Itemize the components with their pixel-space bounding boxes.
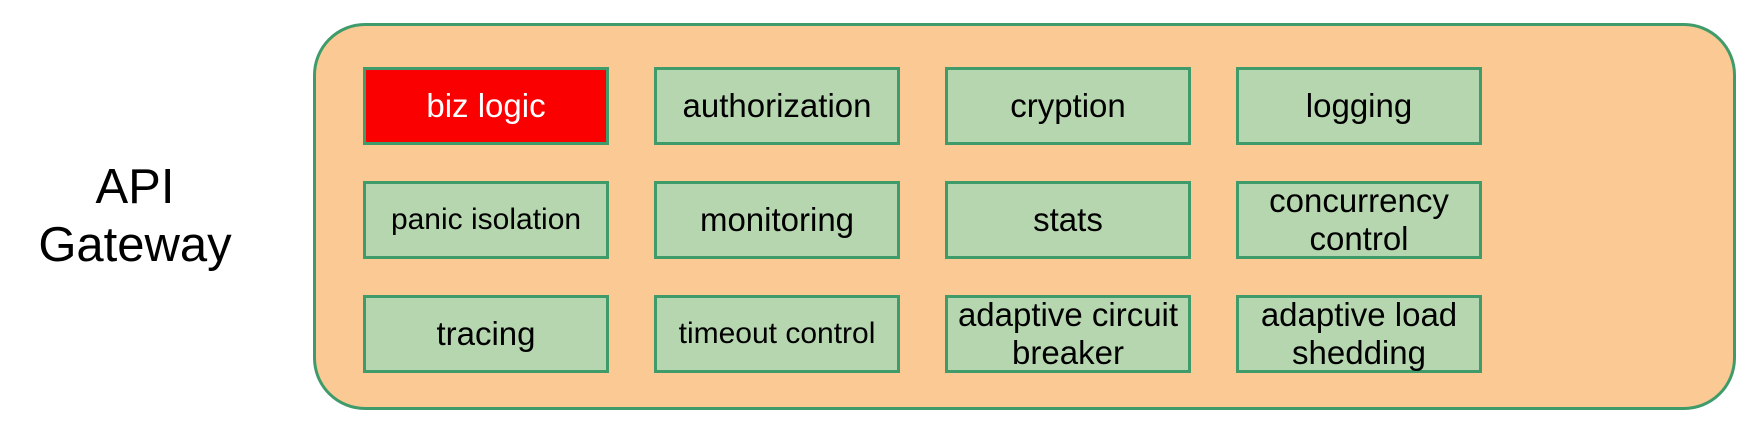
capability-row: tracing timeout control adaptive circuit…: [363, 295, 1692, 373]
capability-box-tracing[interactable]: tracing: [363, 295, 609, 373]
capability-grid: biz logic authorization cryption logging…: [363, 67, 1692, 373]
capability-box-monitoring[interactable]: monitoring: [654, 181, 900, 259]
api-gateway-container: biz logic authorization cryption logging…: [313, 23, 1736, 410]
capability-box-biz-logic[interactable]: biz logic: [363, 67, 609, 145]
capability-box-adaptive-load-shedding[interactable]: adaptive load shedding: [1236, 295, 1482, 373]
capability-row: panic isolation monitoring stats concurr…: [363, 181, 1692, 259]
capability-box-logging[interactable]: logging: [1236, 67, 1482, 145]
capability-box-authorization[interactable]: authorization: [654, 67, 900, 145]
capability-row: biz logic authorization cryption logging: [363, 67, 1692, 145]
capability-box-panic-isolation[interactable]: panic isolation: [363, 181, 609, 259]
capability-box-adaptive-circuit-breaker[interactable]: adaptive circuit breaker: [945, 295, 1191, 373]
capability-box-cryption[interactable]: cryption: [945, 67, 1191, 145]
capability-box-stats[interactable]: stats: [945, 181, 1191, 259]
capability-box-timeout-control[interactable]: timeout control: [654, 295, 900, 373]
capability-box-concurrency-control[interactable]: concurrency control: [1236, 181, 1482, 259]
api-gateway-label: API Gateway: [38, 160, 232, 272]
